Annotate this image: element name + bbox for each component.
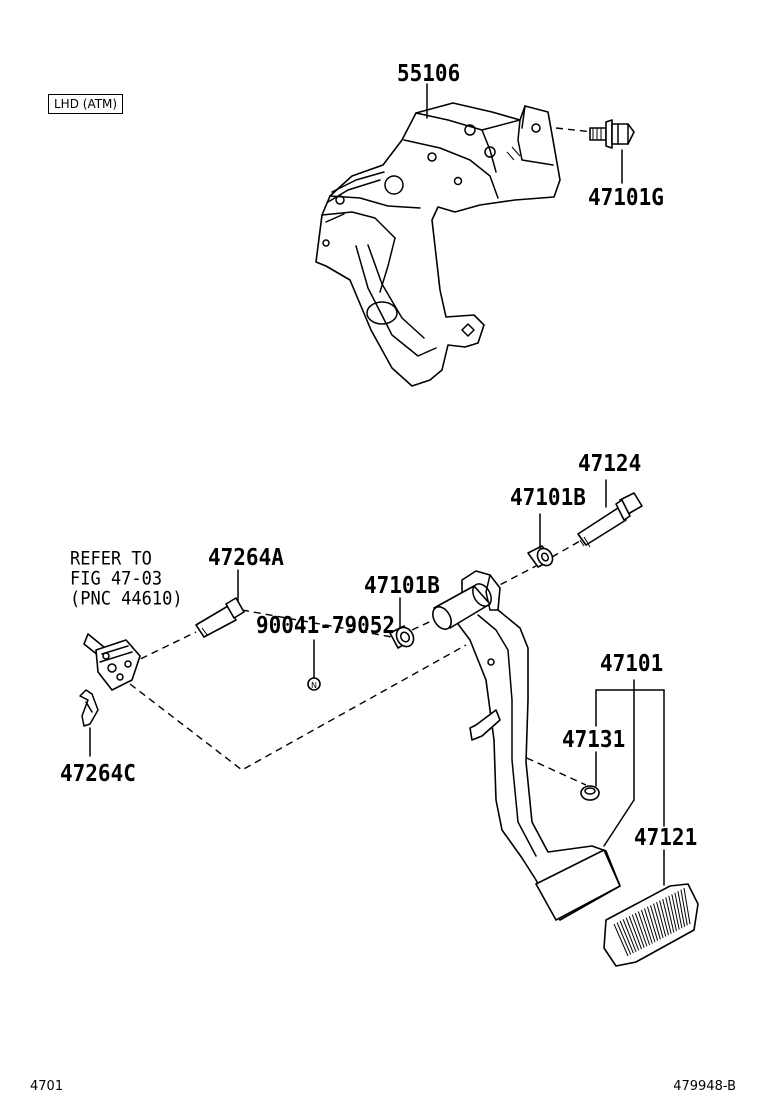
pad-rib	[680, 889, 688, 926]
pad-rib	[634, 912, 648, 947]
bushing-icon[interactable]	[527, 545, 556, 569]
svg-text:N: N	[311, 681, 317, 690]
pad-rib	[656, 901, 667, 937]
pad-rib	[665, 897, 675, 933]
pad-rib	[622, 919, 637, 953]
callout-47101G[interactable]: 47101G	[588, 183, 664, 211]
pad-rib	[650, 905, 661, 940]
pad-rib	[643, 908, 656, 943]
illustration-id: 479948-B	[673, 1079, 736, 1094]
bushing-icon[interactable]	[389, 624, 417, 649]
pad-rib	[646, 906, 659, 941]
reference-note-line3: (PNC 44610)	[70, 587, 183, 611]
pad-rib	[662, 898, 672, 934]
pad-rib	[631, 914, 645, 948]
axis-dash-4	[489, 565, 537, 591]
variant-tag: LHD (ATM)	[48, 94, 124, 114]
pad-rib	[683, 887, 691, 925]
axis-dash-1	[129, 631, 197, 665]
pad-rib	[653, 903, 664, 939]
stopper-icon[interactable]	[580, 785, 600, 801]
callout-47131[interactable]: 47131	[562, 725, 626, 753]
pedal-pin-icon[interactable]	[577, 492, 643, 548]
reference-note-line2[interactable]: FIG 47-03	[70, 567, 163, 591]
pad-rib	[677, 891, 686, 927]
reference-note-line1: REFER TO	[70, 547, 152, 571]
callout-47101[interactable]: 47101	[600, 649, 664, 677]
callout-47124[interactable]: 47124	[578, 449, 642, 477]
pad-rib	[668, 895, 678, 932]
pad-rib	[659, 900, 669, 936]
pad-rib	[628, 915, 642, 950]
flange-bolt-icon[interactable]	[589, 119, 635, 149]
callout-47121[interactable]: 47121	[634, 823, 698, 851]
clip-icon[interactable]	[79, 689, 99, 727]
pad-rib	[640, 909, 653, 944]
brake-pedal-icon[interactable]	[429, 570, 621, 921]
callout-90041-79052[interactable]: 90041-79052	[256, 611, 396, 639]
figure-number: 4701	[30, 1079, 64, 1094]
callout-55106[interactable]: 55106	[397, 59, 461, 87]
pad-rib	[625, 917, 640, 951]
axis-dash-5	[551, 540, 581, 558]
callout-47264C[interactable]: 47264C	[60, 759, 136, 787]
pad-rib	[674, 892, 683, 929]
nut-marker-icon: N	[307, 677, 321, 691]
clevis-icon[interactable]	[83, 633, 141, 691]
callout-47101B-right[interactable]: 47101B	[510, 483, 586, 511]
pad-rib	[671, 894, 680, 930]
axis-dash-2	[241, 609, 393, 638]
clevis-pin-icon[interactable]	[195, 597, 245, 638]
pad-rib	[619, 920, 634, 954]
callout-47264A[interactable]: 47264A	[208, 543, 284, 571]
pad-rib	[613, 923, 629, 957]
callout-47101B-left[interactable]: 47101B	[364, 571, 440, 599]
pedal-pad-icon[interactable]	[603, 883, 699, 967]
pad-rib	[637, 911, 651, 946]
leader-47101	[595, 679, 665, 886]
pad-rib	[616, 922, 632, 955]
axis-dash-clevis	[129, 644, 467, 771]
pedal-bracket-icon[interactable]	[315, 102, 561, 387]
